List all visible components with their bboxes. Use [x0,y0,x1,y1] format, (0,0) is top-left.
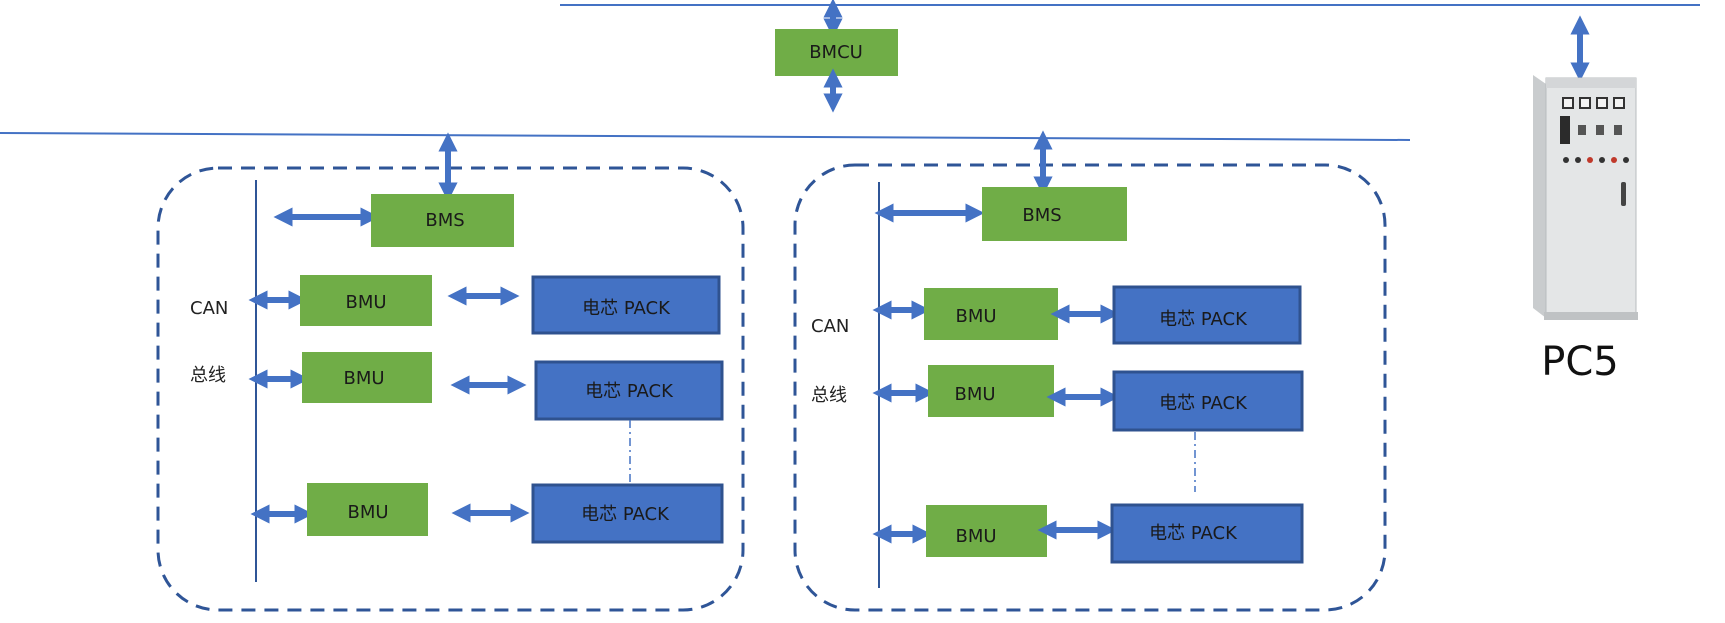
group-2-pack-3-box [1110,503,1304,564]
group-2-pack-1-box [1112,285,1302,345]
pc5-cabinet-icon [1533,15,1638,320]
group-2-bms-label: BMS [1022,205,1061,226]
group-1-bmu-2-label: BMU [343,368,384,389]
group-2-bmu-1-box [924,288,1058,340]
cabinet-side-panel [1533,75,1546,318]
group-1-bmu-1-box [300,275,432,326]
pc5-label: PC5 [1541,339,1619,385]
group-1-pack-3-box [531,483,724,544]
bmcu-label: BMCU [809,42,863,63]
cabinet-base [1544,312,1638,320]
middle-bus-line [0,132,1411,141]
group-1-pack-1-label: 电芯 PACK [582,298,671,319]
group-2-bmu-1-label: BMU [955,306,996,327]
group-1-pack-2-label: 电芯 PACK [585,381,674,402]
group-1-bms-label: BMS [425,210,464,231]
group-1-bmu-1-label: BMU [345,292,386,313]
group-1-pack-3-label: 电芯 PACK [581,504,670,525]
group-2-bmu-3-label: BMU [955,526,996,547]
group-1-bmu-3-box [307,483,428,536]
cabinet-meter [1560,116,1570,144]
battery-group-1: CAN 总线 BMS BMU 电芯 PACK BMU 电芯 PACK BMU 电… [156,132,745,612]
group-1-bmu-3-label: BMU [347,502,388,523]
group-2-bms-box [982,187,1127,241]
group-1-pack-2-box [534,360,724,421]
cabinet-lamp [1563,157,1569,163]
cabinet-handle [1621,182,1626,206]
group-2-pack-1-label: 电芯 PACK [1159,309,1248,330]
group-1-can-label: CAN [190,298,228,319]
bmcu-box [775,29,898,76]
group-2-pack-2-label: 电芯 PACK [1159,393,1248,414]
group-2-can-label: CAN [811,316,849,337]
group-2-bmu-2-box [928,365,1054,417]
group-1-bmu-2-box [302,352,432,403]
group-1-bms-box [371,194,514,247]
group-2-bus-label: 总线 [811,385,847,406]
battery-group-2: CAN 总线 BMS BMU 电芯 PACK BMU 电芯 PACK BMU 电… [793,130,1387,612]
group-2-bmu-3-box [926,505,1047,557]
cabinet-top-strip [1546,78,1636,88]
group-2-bmu-2-label: BMU [954,384,995,405]
group-2-border [793,163,1387,612]
group-1-pack-1-box [531,275,721,335]
group-2-pack-3-label: 电芯 PACK [1149,523,1238,544]
group-2-pack-2-box [1112,370,1304,432]
group-1-bus-label: 总线 [190,365,226,386]
